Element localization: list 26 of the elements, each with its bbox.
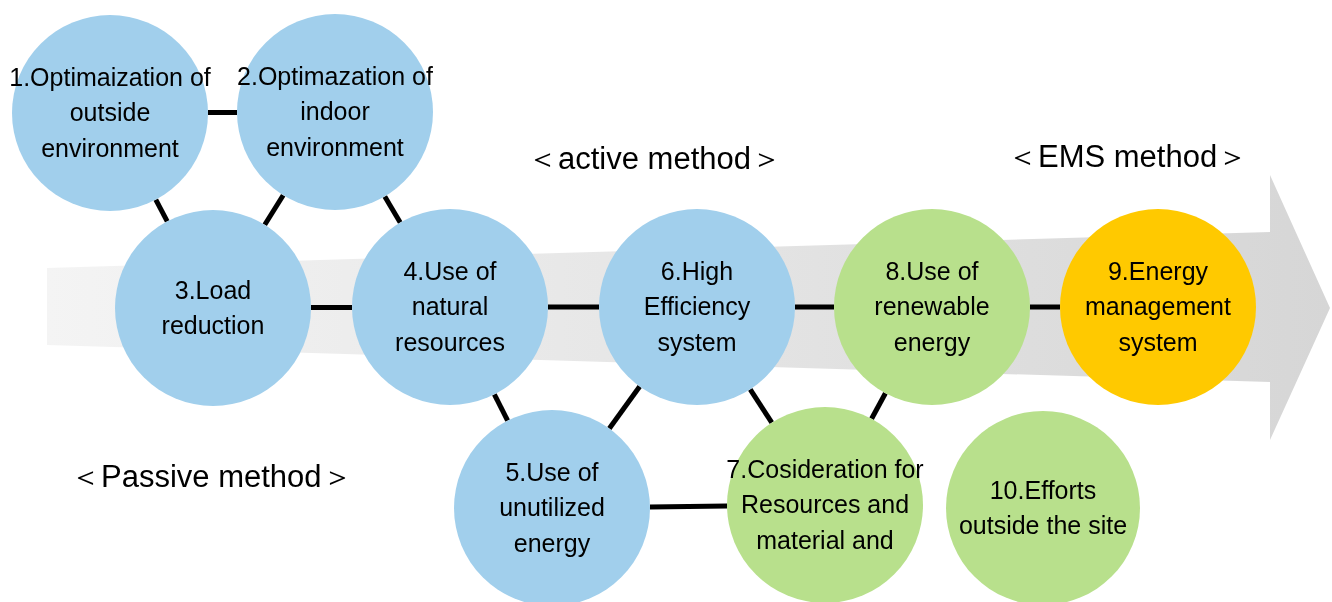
node-label: 8.Use of renewable energy [873, 255, 991, 358]
connector-line [607, 385, 642, 430]
connector-line [649, 503, 728, 510]
section-heading: ＜Passive method＞ [70, 458, 353, 496]
connector-line [548, 304, 599, 310]
section-heading: ＜active method＞ [527, 140, 782, 178]
connector-line [262, 193, 286, 227]
connector-line [382, 195, 403, 224]
node-label: 5.Use of unutilized energy [498, 456, 606, 559]
connector-line [208, 109, 237, 116]
node-label: 4.Use of natural resources [394, 255, 506, 358]
connector-line [311, 304, 352, 311]
node-label: 10.Efforts outside the site [958, 474, 1128, 541]
connector-line [795, 304, 834, 310]
connector-line [492, 393, 510, 422]
connector-line [1030, 304, 1060, 310]
node-label: 1.Optimaization of outside environment [8, 61, 212, 164]
node-label: 3.Load reduction [160, 274, 266, 341]
connector-line [153, 198, 170, 223]
connector-line [748, 387, 774, 425]
node-label: 7.Cosideration for Resources and material and [725, 453, 925, 556]
node-label: 6.High Efficiency system [642, 255, 752, 358]
section-heading: ＜EMS method＞ [1007, 138, 1249, 176]
connector-line [869, 392, 888, 420]
node-label: 2.Optimazation of indoor environment [236, 60, 434, 163]
node-label: 9.Energy management system [1084, 255, 1232, 358]
